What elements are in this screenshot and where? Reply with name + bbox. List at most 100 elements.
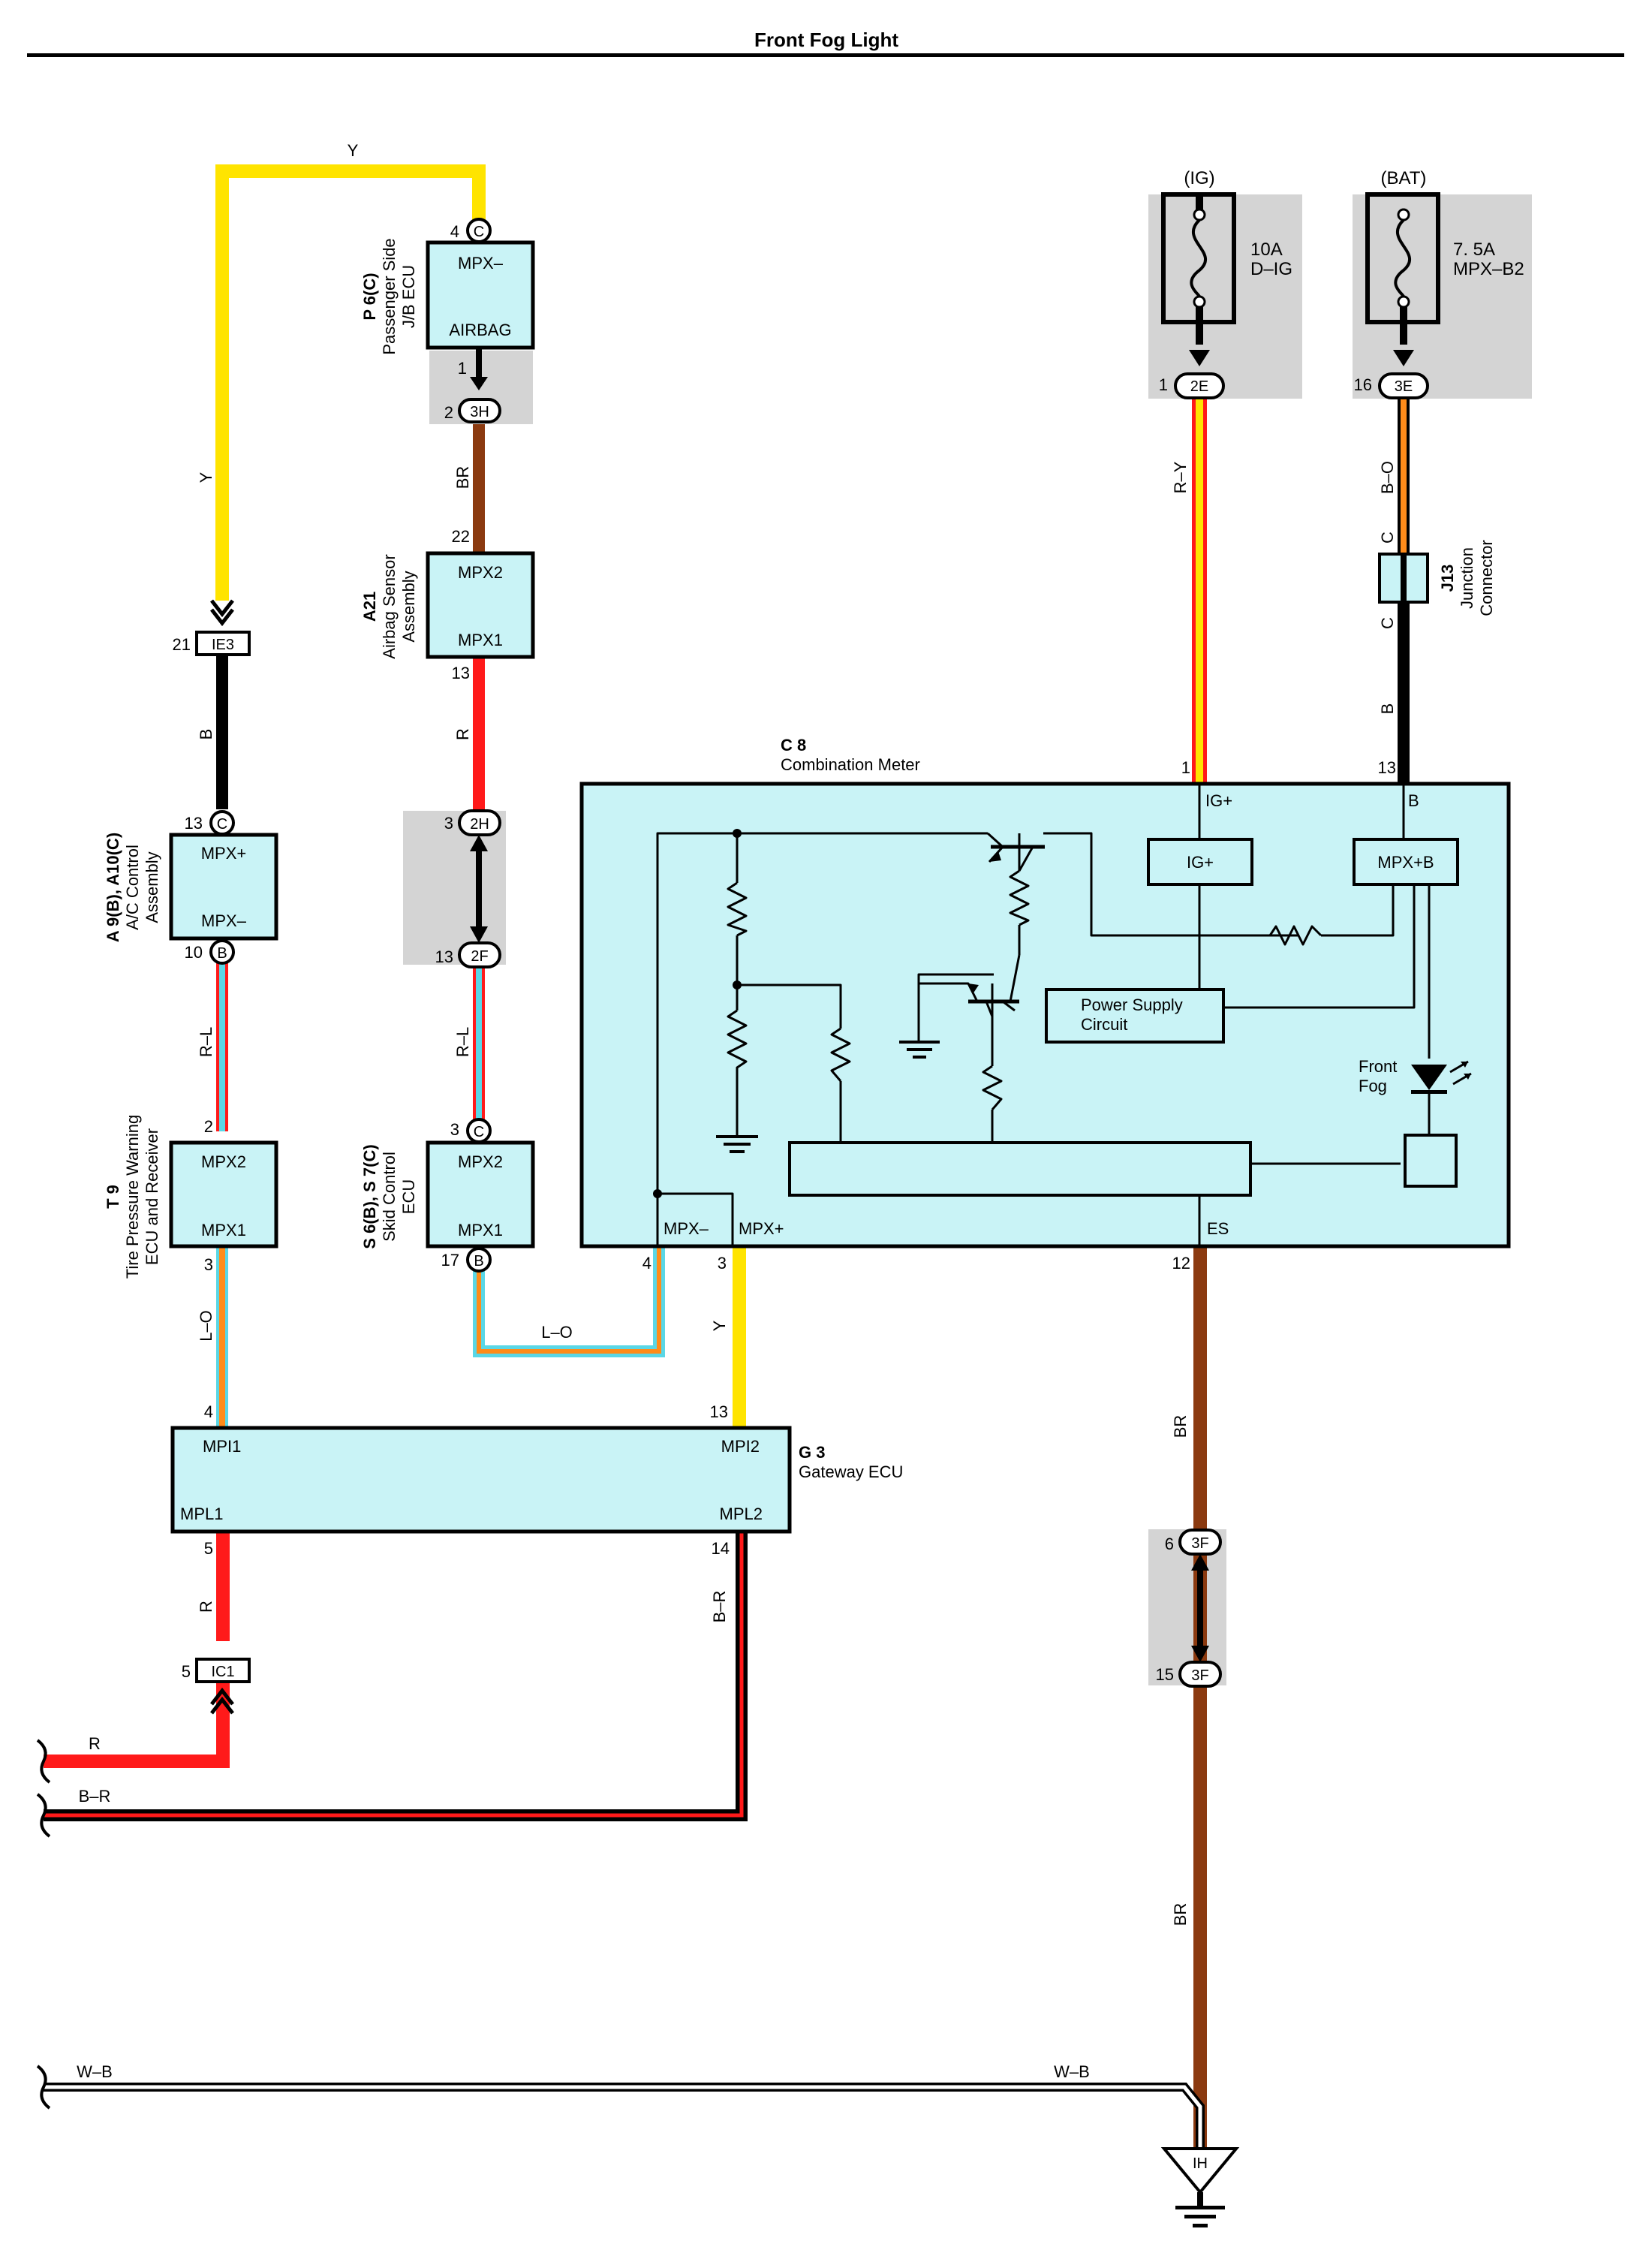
ac-name1: A/C Control <box>123 845 142 930</box>
wire-label-y-left: Y <box>197 471 215 483</box>
ac-term-bottom: MPX– <box>201 911 247 930</box>
gateway-pin-mpi2: 13 <box>710 1402 728 1421</box>
meter-block-mpxb-label: MPX+B <box>1377 853 1434 872</box>
airbag-name2: Assembly <box>399 571 418 642</box>
meter-fog-label-line2: Fog <box>1359 1077 1387 1095</box>
ac-conn-bottom: B <box>217 945 227 962</box>
skid-term-top: MPX2 <box>458 1152 503 1171</box>
connector-ic1-pin: 5 <box>182 1662 191 1681</box>
wire-label-rl-skid: R–L <box>453 1027 472 1057</box>
bat-fuse-amp: 7. 5A <box>1453 239 1495 260</box>
meter-block-igp-label: IG+ <box>1187 853 1214 872</box>
tire-name2: ECU and Receiver <box>143 1128 161 1265</box>
meter-block-lamp-driver <box>1404 1134 1458 1188</box>
meter-block-igp <box>1147 838 1253 886</box>
meter-transistor-mid-arrow <box>968 983 979 994</box>
connector-3e: 16 3E <box>1354 372 1429 399</box>
tire-code: T 9 <box>104 1185 122 1209</box>
gateway-pin-mpi1: 4 <box>204 1402 213 1421</box>
airbag-sensor: 22 MPX2 MPX1 13 A21 Airbag Sensor Assemb… <box>360 527 535 682</box>
passenger-jb-name2: J/B ECU <box>399 265 418 328</box>
wire-ry-ig <box>1192 398 1207 784</box>
shade-2h-2f <box>403 811 506 965</box>
ac-term-top: MPX+ <box>201 844 247 863</box>
ig-fuse-lead <box>1196 194 1203 209</box>
gateway-term-mpi1: MPI1 <box>203 1437 241 1456</box>
meter-pin-mpxp: 3 <box>718 1254 727 1273</box>
meter-transistor-mid <box>919 954 1021 1017</box>
gateway-name: Gateway ECU <box>799 1462 903 1481</box>
wire-y-meter <box>733 1248 746 1428</box>
connector-3f-bottom-name: 3F <box>1191 1667 1208 1684</box>
connector-2h-pin: 3 <box>444 814 453 833</box>
ac-name2: Assembly <box>143 851 161 923</box>
tire-name1: Tire Pressure Warning <box>123 1115 142 1279</box>
meter-term-es: ES <box>1207 1219 1229 1238</box>
connector-3f: 6 3F 15 3F <box>1156 1529 1222 1688</box>
wire-rl-ac <box>216 951 228 1131</box>
wire-y-loop <box>215 164 486 601</box>
skid-term-bottom: MPX1 <box>458 1221 503 1239</box>
tire-term-bottom: MPX1 <box>201 1221 246 1239</box>
meter-block-psc <box>1045 988 1225 1044</box>
wire-label-wb-right: W–B <box>1054 2062 1090 2081</box>
connector-2f-name: 2F <box>471 948 488 965</box>
wire-bo-bat <box>1398 398 1410 554</box>
meter-term-mpxm: MPX– <box>664 1219 709 1238</box>
wire-label-b-ac: B <box>197 729 215 740</box>
skid-pin-top: 3 <box>450 1120 459 1139</box>
tire-pressure-ecu: 2 MPX2 MPX1 3 T 9 Tire Pressure Warning … <box>104 1115 278 1279</box>
meter-term-divider <box>656 1194 1201 1246</box>
junction-connector: C C J13 Junction Connector <box>1378 532 1496 629</box>
ground-ih: IH <box>1160 2147 1240 2227</box>
connector-2h-name: 2H <box>470 816 489 833</box>
wire-label-br-low: BR <box>1171 1903 1190 1926</box>
junction-name1: Junction <box>1458 547 1476 609</box>
wire-wb-tracer <box>44 2085 1202 2149</box>
wire-label-ry-ig: R–Y <box>1171 461 1190 493</box>
junction-name2: Connector <box>1477 540 1496 616</box>
ig-fuse-amp: 10A <box>1250 239 1283 260</box>
passenger-jb-pin-top: 4 <box>450 222 459 241</box>
wire-label-br-gw: B–R <box>710 1591 729 1623</box>
tire-pin-bottom: 3 <box>204 1255 213 1274</box>
connector-ie3-pin: 21 <box>173 635 191 654</box>
skid-name1: Skid Control <box>380 1152 399 1242</box>
connector-2h-2f: 3 2H 13 2F <box>435 809 501 968</box>
passenger-jb-name1: Passenger Side <box>380 238 399 354</box>
shade-3f <box>1148 1529 1226 1685</box>
connector-ic1-name: IC1 <box>211 1664 234 1680</box>
gateway-pin-mpl2: 14 <box>712 1539 730 1558</box>
wire-label-r-out: R <box>89 1734 101 1753</box>
passenger-jb-conn-top: C <box>474 224 484 240</box>
ac-control-assembly: 13 C MPX+ MPX– 10 B A 9(B), A10(C) A/C C… <box>104 810 278 965</box>
gateway-term-mpi2: MPI2 <box>721 1437 760 1456</box>
skid-control-ecu: 3 C MPX2 MPX1 17 B S 6(B), S 7(C) Skid C… <box>360 1118 535 1273</box>
diagram-title: Front Fog Light <box>754 29 898 51</box>
connector-2f-pin: 13 <box>435 947 453 966</box>
wire-label-bo-bat: B–O <box>1378 461 1397 494</box>
connector-3f-bottom-pin: 15 <box>1156 1665 1174 1684</box>
wire-b-ac <box>216 652 228 809</box>
passenger-jb-code: P 6(C) <box>360 273 379 320</box>
airbag-pin-bottom: 13 <box>452 664 470 682</box>
airbag-pin-top: 22 <box>452 527 470 546</box>
passenger-jb-ecu: 4 C MPX– AIRBAG P 6(C) Passenger Side J/… <box>360 218 535 423</box>
wire-label-lo-skid: L–O <box>541 1323 573 1342</box>
wire-label-y-top: Y <box>348 141 359 160</box>
airbag-code: A21 <box>360 592 379 622</box>
skid-conn-bottom: B <box>474 1253 483 1270</box>
airbag-term-bottom: MPX1 <box>458 631 503 649</box>
connector-ic1: 5 IC1 <box>182 1658 251 1715</box>
ig-fuse-name: D–IG <box>1250 259 1292 279</box>
wire-label-br-out: B–R <box>79 1787 111 1806</box>
ig-fuse: (IG) 10A D–IG <box>1161 168 1292 366</box>
passenger-jb-pin-out-a: 1 <box>458 359 467 378</box>
gateway-term-mpl1: MPL1 <box>180 1505 223 1523</box>
ac-pin-bottom: 10 <box>185 943 203 962</box>
meter-internal-wiring <box>656 784 1431 1246</box>
connector-2e: 1 2E <box>1159 372 1225 399</box>
meter-block-psc-line2: Circuit <box>1081 1015 1127 1034</box>
tire-term-top: MPX2 <box>201 1152 246 1171</box>
meter-term-igp: IG+ <box>1205 791 1232 810</box>
